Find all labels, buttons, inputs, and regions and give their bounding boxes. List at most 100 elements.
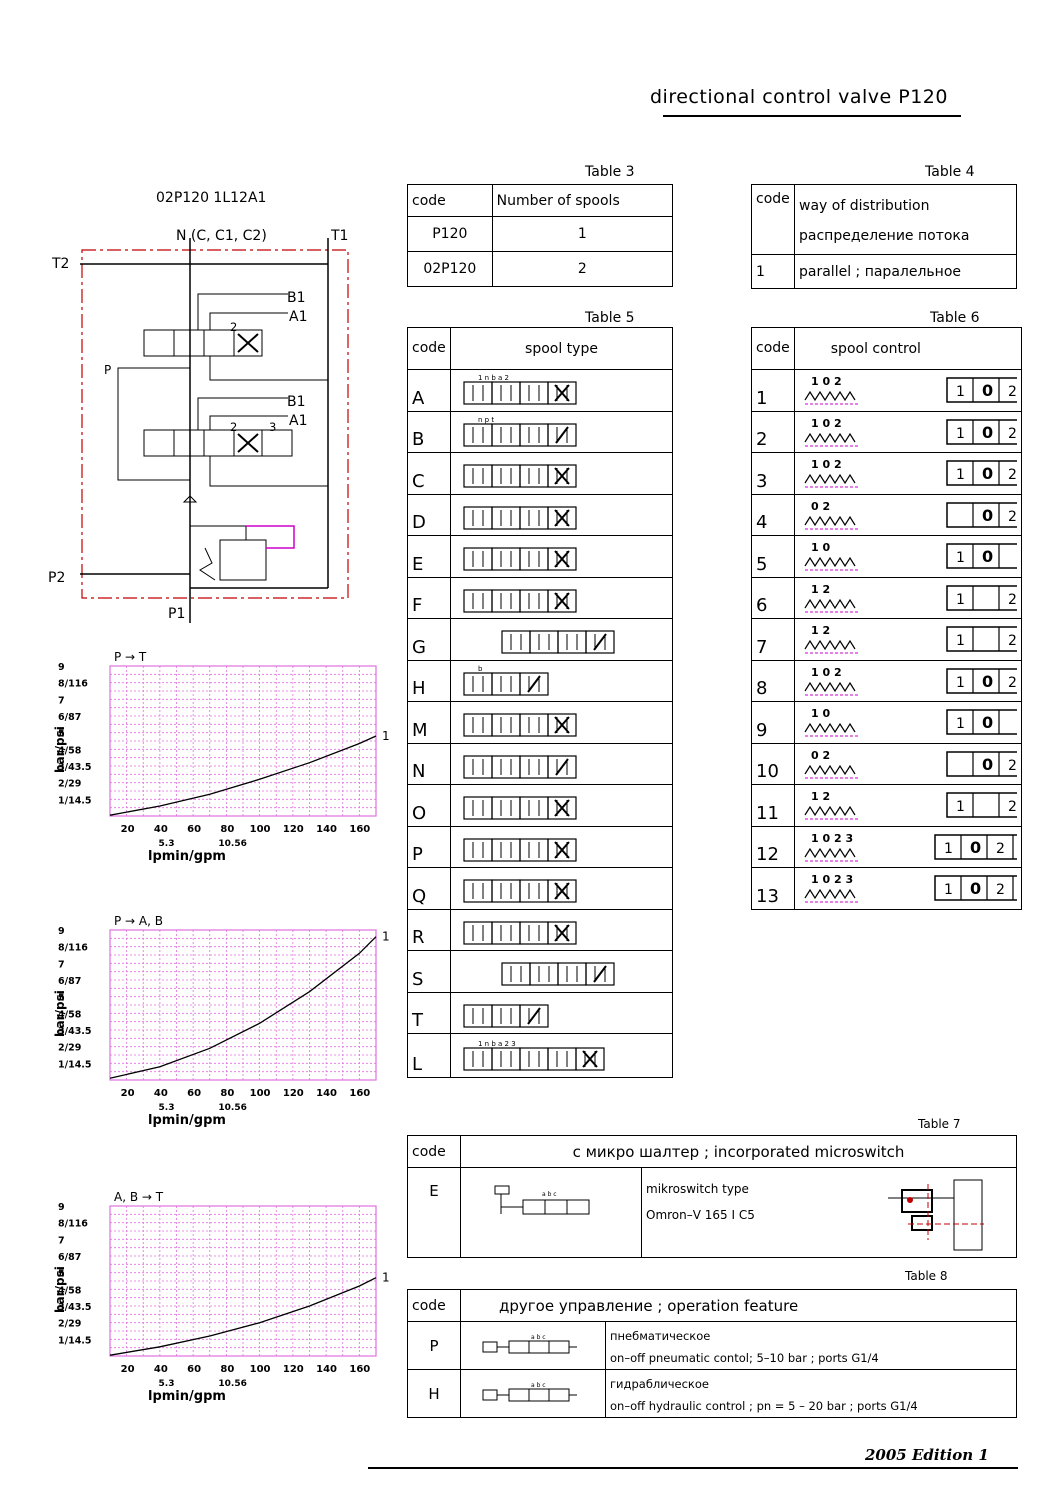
control-code: 11 [751, 784, 795, 827]
control-labels: 0 2 [811, 500, 830, 513]
hydraulic-diagram: a b c [482, 1382, 577, 1401]
table-row: R [407, 908, 673, 951]
series-line [109, 735, 377, 816]
port-t1: T1 [331, 228, 349, 244]
spool-symbol [462, 713, 577, 737]
pneumatic-diagram: a b c [482, 1334, 577, 1353]
table6-caption: Table 6 [930, 310, 980, 326]
table8-header-code: code [407, 1289, 461, 1322]
x-tick-label: 100 [250, 1088, 271, 1099]
spool-note: 1 n b a 2 3 [478, 1040, 516, 1048]
control-code: 3 [751, 452, 795, 495]
x-tick-label: 160 [349, 824, 370, 835]
control-position: 1 [956, 467, 965, 483]
control-position: 2 [1008, 509, 1017, 525]
series-label: 1 [382, 729, 390, 743]
y-tick-label: 1/14.5 [58, 1059, 92, 1070]
y-tick-label: 6/87 [58, 712, 81, 723]
x-tick-label: 40 [154, 1088, 168, 1099]
spool-digit: 2 [230, 320, 238, 334]
control-labels: 1 0 2 3 [811, 873, 853, 886]
series-line [109, 1277, 377, 1356]
control-position: 0 [982, 464, 993, 483]
x-tick-label: 40 [154, 1364, 168, 1375]
control-labels: 1 0 2 [811, 375, 842, 388]
y-tick-label: 3/43.5 [58, 1026, 92, 1037]
x-tick-gpm-label: 5.3 [159, 1103, 175, 1113]
spool-code: G [407, 618, 451, 661]
table8-caption: Table 8 [905, 1269, 948, 1283]
y-tick-label: 9 [58, 662, 65, 673]
spool-code: D [407, 493, 451, 536]
table5-caption: Table 5 [585, 310, 635, 326]
y-tick-label: 4/58 [58, 1009, 82, 1020]
table-row: C [407, 452, 673, 495]
y-tick-label: 5 [58, 993, 65, 1004]
spool-code: F [407, 576, 451, 619]
x-tick-label: 140 [316, 824, 337, 835]
spool-symbol [462, 921, 577, 945]
spool-code: C [407, 452, 451, 495]
spool-code: B [407, 410, 451, 453]
table-cell: 02P120 [407, 251, 493, 287]
table7-code: E [407, 1167, 461, 1258]
spool-symbol: n p t [462, 416, 577, 447]
spool-digit: 2 [230, 420, 238, 434]
x-axis-label: lpmin/gpm [148, 1389, 226, 1404]
spool-code: T [407, 991, 451, 1034]
control-position: 2 [1008, 467, 1017, 483]
spool-symbol [462, 879, 577, 903]
table6-header-code: code [751, 327, 795, 370]
x-axis-label: lpmin/gpm [148, 849, 226, 864]
series-label: 1 [382, 1271, 390, 1285]
y-tick-label: 2/29 [58, 779, 81, 790]
table-row: F [407, 576, 673, 619]
y-tick-label: 9 [58, 926, 65, 937]
spool-symbol [500, 962, 615, 986]
series-label: 1 [382, 930, 390, 944]
x-tick-label: 120 [283, 1088, 304, 1099]
control-position: 2 [1008, 426, 1017, 442]
chart-svg: A, B → T98/11676/8754/583/43.52/291/14.5… [53, 1190, 390, 1404]
table4-header-code: code [751, 184, 795, 255]
spool-symbol: 1 n b a 2 3 [462, 1040, 605, 1071]
control-labels: 1 0 2 [811, 458, 842, 471]
series-line [109, 936, 377, 1079]
x-tick-label: 140 [316, 1088, 337, 1099]
port-b1: B1 [287, 290, 306, 306]
chart-title: A, B → T [114, 1190, 164, 1204]
port-p1: P1 [168, 606, 186, 622]
spool-symbol [500, 630, 615, 654]
control-labels: 1 2 [811, 583, 830, 596]
page-title: directional control valve P120 [650, 86, 948, 108]
control-position: 1 [956, 799, 965, 815]
spool-code: A [407, 369, 451, 412]
plot-frame [109, 665, 377, 817]
y-axis-label: bar/psi [53, 990, 67, 1037]
table5-header-type: spool type [450, 327, 673, 370]
port-p: P [104, 363, 112, 377]
control-code: 13 [751, 867, 795, 910]
x-axis-label: lpmin/gpm [148, 1113, 226, 1128]
y-tick-label: 6/87 [58, 1252, 81, 1263]
plot-frame [109, 1205, 377, 1357]
control-position: 0 [970, 879, 981, 898]
table-cell: 1 [751, 254, 795, 289]
table3-header-spools: Number of spools [491, 184, 674, 217]
control-position: 1 [956, 633, 965, 649]
y-tick-label: 7 [58, 959, 65, 970]
